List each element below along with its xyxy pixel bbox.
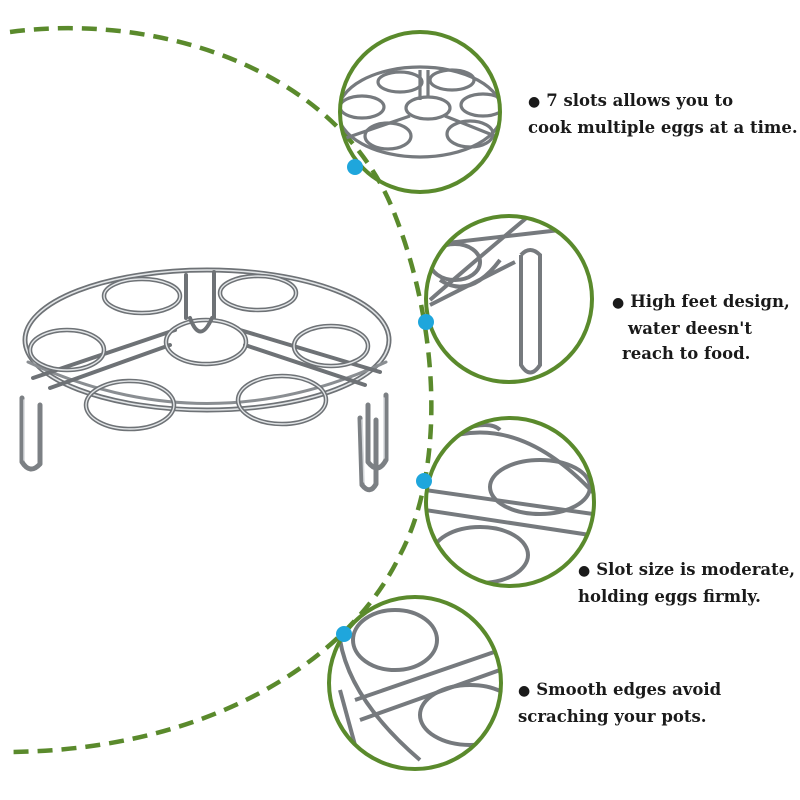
callout-line: ● Slot size is moderate, [578, 557, 795, 584]
zoom-ring-2 [424, 214, 594, 384]
rack-legs [19, 392, 389, 493]
zoom-ring-4 [327, 595, 503, 771]
zoom-ring-1 [338, 30, 502, 194]
callout-text: High feet design, [630, 292, 790, 311]
callout-text: 7 slots allows you to [546, 91, 734, 110]
callout-text: reach to food. [622, 344, 751, 363]
callout-text: cook multiple eggs at a time. [528, 118, 798, 137]
zoom-circle-slots [340, 65, 500, 159]
bullet: ● [518, 683, 531, 699]
callout-text: Slot size is moderate, [596, 560, 795, 579]
bullet: ● [612, 295, 625, 311]
callout-text: water deesn't [628, 319, 752, 338]
zoom-ring-3 [424, 416, 596, 588]
dot-1 [347, 159, 363, 175]
callout-line: ● Smooth edges avoid [518, 677, 721, 704]
callout-line: ● High feet design, [612, 289, 790, 316]
dot-4 [336, 626, 352, 642]
dashed-arc [9, 25, 434, 755]
callout-feet: ● High feet design, water deesn't reach t… [612, 289, 790, 366]
zoom-circle-edges [338, 608, 501, 769]
callout-text: scraching your pots. [518, 707, 707, 726]
callout-slot-size: ● Slot size is moderate, holding eggs fir… [578, 557, 795, 609]
callout-line: ● 7 slots allows you to [528, 88, 798, 115]
callout-edges: ● Smooth edges avoid scraching your pots. [518, 677, 721, 729]
callout-text: Smooth edges avoid [536, 680, 722, 699]
bullet: ● [528, 94, 541, 110]
egg-rack [19, 267, 392, 493]
connector-dots [336, 159, 434, 642]
dot-3 [416, 473, 432, 489]
dot-2 [418, 314, 434, 330]
bullet: ● [578, 563, 591, 579]
callout-text: holding eggs firmly. [578, 587, 761, 606]
callout-slots: ● 7 slots allows you to cook multiple egg… [528, 88, 798, 140]
